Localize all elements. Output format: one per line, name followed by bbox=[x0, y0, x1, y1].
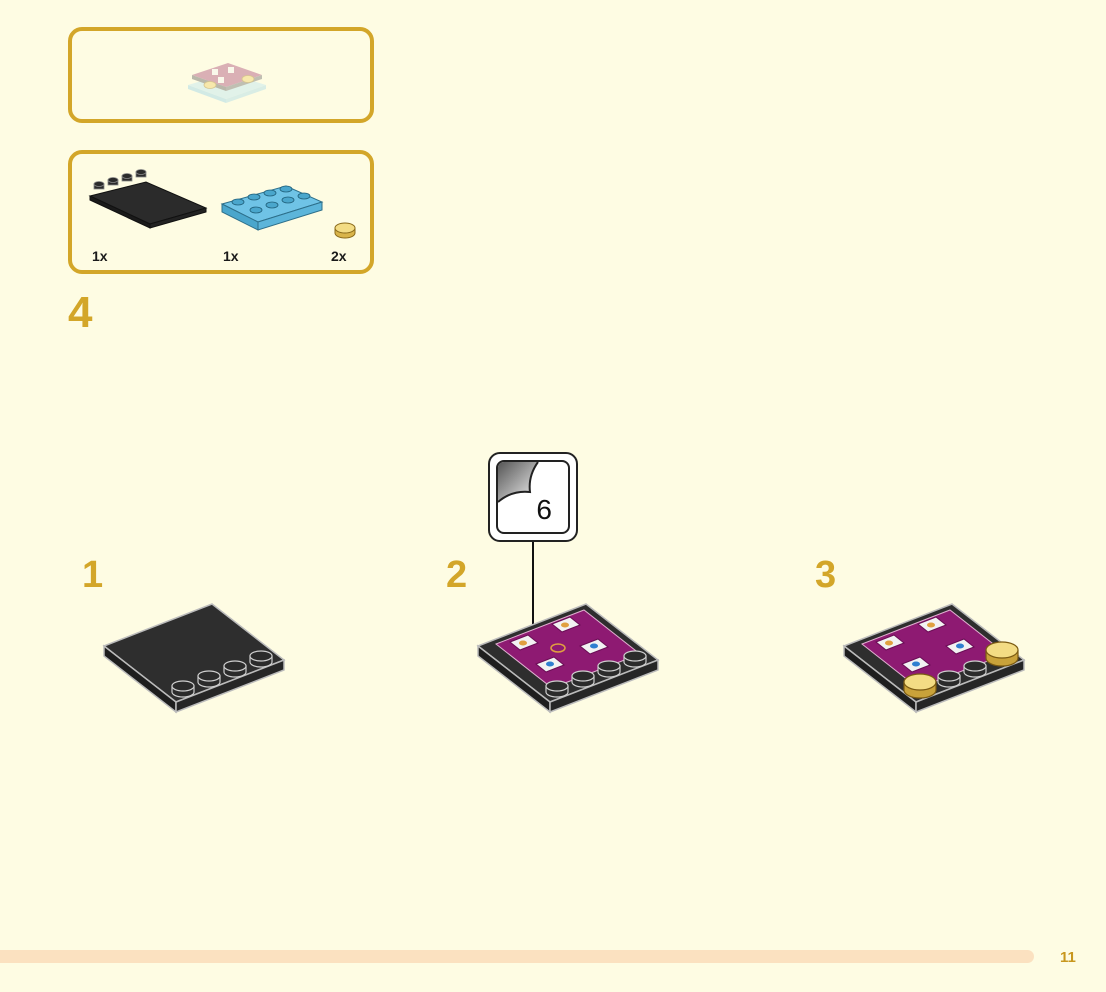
part-quantity: 1x bbox=[223, 248, 239, 264]
substep-number: 2 bbox=[446, 554, 468, 596]
substep-1-image bbox=[102, 603, 286, 714]
gold-round-tile-part bbox=[334, 222, 356, 239]
sticker-callout: 6 bbox=[488, 452, 578, 542]
page-number: 11 bbox=[1060, 949, 1076, 966]
substep-3-image bbox=[842, 603, 1026, 714]
substep-2-image bbox=[476, 603, 660, 714]
step-number: 4 bbox=[68, 288, 93, 337]
substep-number: 3 bbox=[815, 554, 837, 596]
sticker-number: 6 bbox=[536, 494, 552, 525]
light-blue-2x4-plate-part bbox=[220, 185, 324, 231]
callout-line bbox=[532, 542, 534, 624]
submodel-preview-panel bbox=[68, 27, 374, 123]
part-quantity: 1x bbox=[92, 248, 108, 264]
page-footer-bar bbox=[0, 950, 1034, 963]
part-quantity: 2x bbox=[331, 248, 347, 264]
sticker-icon: 6 bbox=[496, 460, 570, 534]
substep-number: 1 bbox=[82, 554, 104, 596]
black-4x4-plate-part bbox=[88, 169, 208, 229]
submodel-preview-image bbox=[188, 63, 266, 103]
parts-list-panel: 1x 1x 2x bbox=[68, 150, 374, 274]
